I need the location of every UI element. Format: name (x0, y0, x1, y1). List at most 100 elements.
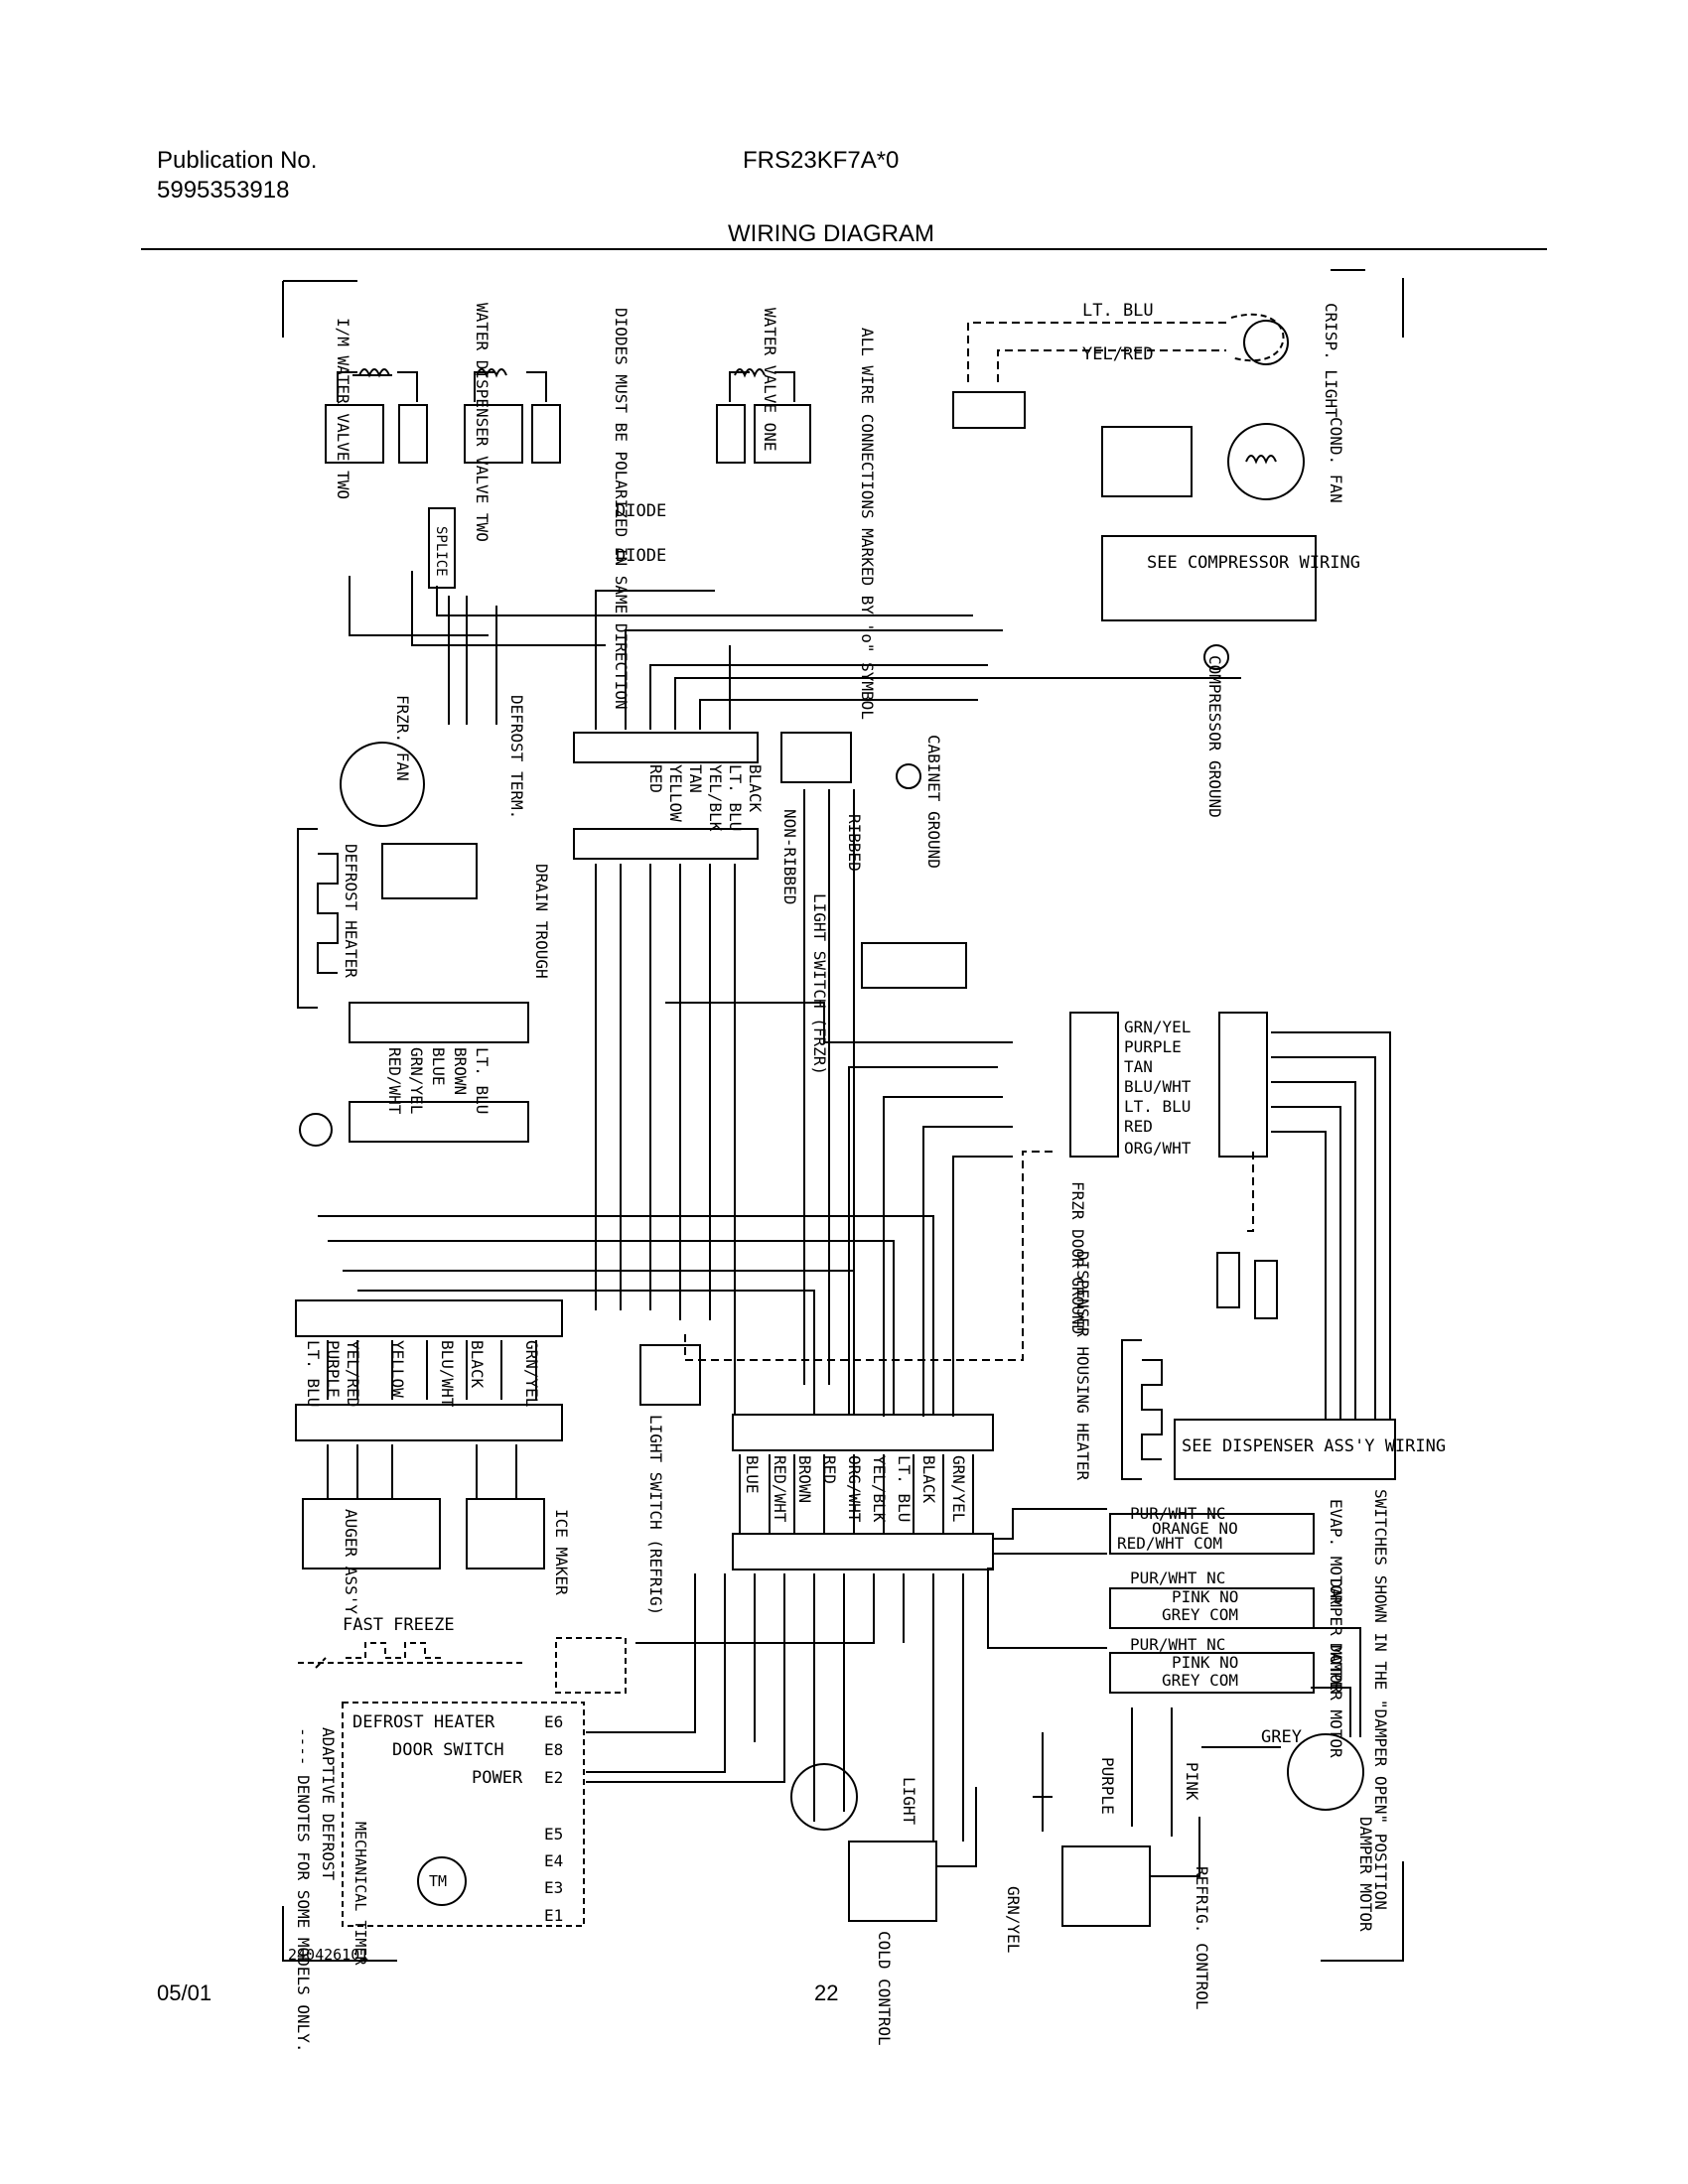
footer-page: 22 (814, 1980, 839, 2005)
svg-text:GREY COM: GREY COM (1162, 1671, 1238, 1690)
label-dispenser-wiring: SEE DISPENSER ASS'Y WIRING (1182, 1436, 1446, 1456)
dispenser-water-valve (464, 368, 561, 464)
splice-right-2 (1254, 1260, 1278, 1319)
label-compressor-wiring: SEE COMPRESSOR WIRING (1147, 553, 1360, 573)
crisp-connector (952, 391, 1026, 429)
label-defrost-heater: DEFROST HEATER (342, 844, 360, 978)
label-crisp-wire-2: YEL/RED (1082, 344, 1154, 364)
label-purple: PURPLE (1098, 1757, 1117, 1815)
svg-text:BLACK: BLACK (468, 1340, 487, 1389)
label-diodes-note: DIODES MUST BE POLARIZED IN SAME DIRECTI… (612, 308, 631, 710)
ribbed-connector (780, 732, 852, 783)
svg-text:PUR/WHT NC: PUR/WHT NC (1130, 1504, 1225, 1523)
wire-labels: BLACK LT. BLU YEL/BLK TAN YELLOW RED LT.… (304, 764, 1238, 1925)
center-lower-connector-bottom (732, 1533, 994, 1570)
right-connector-right (1218, 1012, 1268, 1158)
svg-text:E4: E4 (544, 1851, 563, 1870)
label-damper-motor: DAMPER MOTOR (1356, 1817, 1375, 1932)
label-diode-2: DIODE (616, 546, 666, 566)
label-timer-door-switch: DOOR SWITCH (392, 1740, 504, 1760)
svg-text:E6: E6 (544, 1712, 563, 1731)
model-number: FRS23KF7A*0 (743, 147, 900, 174)
label-pink: PINK (1183, 1762, 1201, 1801)
auger-assy-box (302, 1498, 441, 1570)
timer-motor (417, 1856, 467, 1906)
upper-harness-top (573, 732, 759, 763)
label-cabinet-ground: CABINET GROUND (924, 735, 943, 869)
label-grey: GREY (1261, 1727, 1302, 1747)
svg-text:YEL/BLK: YEL/BLK (706, 764, 725, 832)
svg-text:ORG/WHT: ORG/WHT (845, 1455, 864, 1523)
ice-maker-box (466, 1498, 545, 1570)
svg-text:GRN/YEL: GRN/YEL (949, 1455, 968, 1522)
svg-text:YELLOW: YELLOW (666, 764, 685, 822)
label-auger-assy: AUGER ASS'Y (342, 1509, 360, 1614)
frzr-connector-top (349, 1002, 529, 1043)
svg-text:GRN/YEL: GRN/YEL (522, 1340, 541, 1407)
damper-motor-circle (1287, 1733, 1364, 1811)
publication-label: Publication No. (157, 147, 318, 174)
label-timer-defrost-heater: DEFROST HEATER (352, 1712, 495, 1732)
svg-text:ORG/WHT: ORG/WHT (1124, 1139, 1192, 1158)
svg-text:RED/WHT: RED/WHT (385, 1047, 404, 1115)
label-tm: TM (429, 1872, 447, 1890)
svg-text:RED/WHT: RED/WHT (771, 1455, 789, 1523)
label-damper-motor-sw2: DAMPER MOTOR (1327, 1643, 1345, 1758)
svg-text:RED: RED (646, 764, 665, 793)
label-damper-motor-sw1: DAMPER MOTOR (1327, 1578, 1345, 1694)
label-models-note: ---- DENOTES FOR SOME MODELS ONLY. (294, 1727, 313, 2053)
svg-text:RED: RED (1124, 1117, 1153, 1136)
label-dispenser-valve: WATER DISPENSER VALVE TWO (473, 303, 492, 542)
frzr-fan-motor (340, 742, 425, 827)
svg-text:E5: E5 (544, 1825, 563, 1843)
svg-text:PINK NO: PINK NO (1172, 1587, 1238, 1606)
splice-left (428, 507, 456, 589)
label-connections-note: ALL WIRE CONNECTIONS MARKED BY "o" SYMBO… (858, 328, 877, 720)
label-light-switch-frzr: LIGHT SWITCH (FRZR) (810, 893, 829, 1075)
label-switches-note: SWITCHES SHOWN IN THE "DAMPER OPEN" POSI… (1371, 1489, 1390, 1910)
svg-text:YEL/BLK: YEL/BLK (870, 1455, 889, 1523)
svg-text:BROWN: BROWN (795, 1455, 814, 1503)
frzr-light-switch (861, 942, 967, 989)
svg-text:PUR/WHT NC: PUR/WHT NC (1130, 1635, 1225, 1654)
svg-text:GRN/YEL: GRN/YEL (407, 1047, 426, 1114)
frzr-connector-bottom (349, 1101, 529, 1143)
label-defrost-term: DEFROST TERM. (507, 695, 526, 819)
compressor-wiring-box (1101, 535, 1317, 621)
header-rule (141, 248, 1547, 250)
label-evap-motor: EVAP. MOTOR (1327, 1499, 1345, 1604)
crisp-light-bulb (1243, 320, 1289, 365)
svg-text:BLU/WHT: BLU/WHT (1124, 1077, 1192, 1096)
label-cold-control: COLD CONTROL (875, 1931, 894, 2046)
svg-text:LT. BLU: LT. BLU (1124, 1097, 1191, 1116)
svg-text:LT. BLU: LT. BLU (726, 764, 745, 831)
label-non-ribbed: NON-RIBBED (780, 809, 799, 904)
im-water-valve (325, 368, 428, 464)
center-lower-connector-top (732, 1414, 994, 1451)
label-frzr-door-ground: FRZR DOOR GROUND (1068, 1181, 1087, 1334)
label-ribbed: RIBBED (845, 814, 864, 872)
svg-text:ORANGE NO: ORANGE NO (1152, 1519, 1238, 1538)
label-water-valve-one: WATER VALVE ONE (761, 308, 779, 452)
svg-text:LT. BLU: LT. BLU (304, 1340, 323, 1407)
svg-text:BLU/WHT: BLU/WHT (438, 1340, 457, 1408)
svg-text:PURPLE: PURPLE (324, 1340, 343, 1398)
svg-text:E2: E2 (544, 1768, 563, 1787)
svg-text:YELLOW: YELLOW (388, 1340, 407, 1398)
svg-text:MECHANICAL TIMER: MECHANICAL TIMER (352, 1822, 369, 1966)
cabinet-ground-symbol (896, 763, 921, 789)
label-diode-1: DIODE (616, 501, 666, 521)
svg-text:BLACK: BLACK (746, 764, 765, 813)
svg-text:LT. BLU: LT. BLU (473, 1047, 492, 1114)
svg-text:GREY COM: GREY COM (1162, 1605, 1238, 1624)
svg-text:E8: E8 (544, 1740, 563, 1759)
label-compressor-ground: COMPRESSOR GROUND (1205, 655, 1224, 818)
frzr-light-bulb (299, 1113, 333, 1147)
label-crisp-wire-1: LT. BLU (1082, 301, 1154, 321)
svg-text:PUR/WHT NC: PUR/WHT NC (1130, 1569, 1225, 1587)
svg-text:E3: E3 (544, 1878, 563, 1897)
label-fast-freeze: FAST FREEZE (343, 1615, 455, 1635)
svg-text:BROWN: BROWN (451, 1047, 470, 1095)
svg-text:BLUE: BLUE (743, 1455, 762, 1494)
water-valve-one (716, 368, 811, 464)
